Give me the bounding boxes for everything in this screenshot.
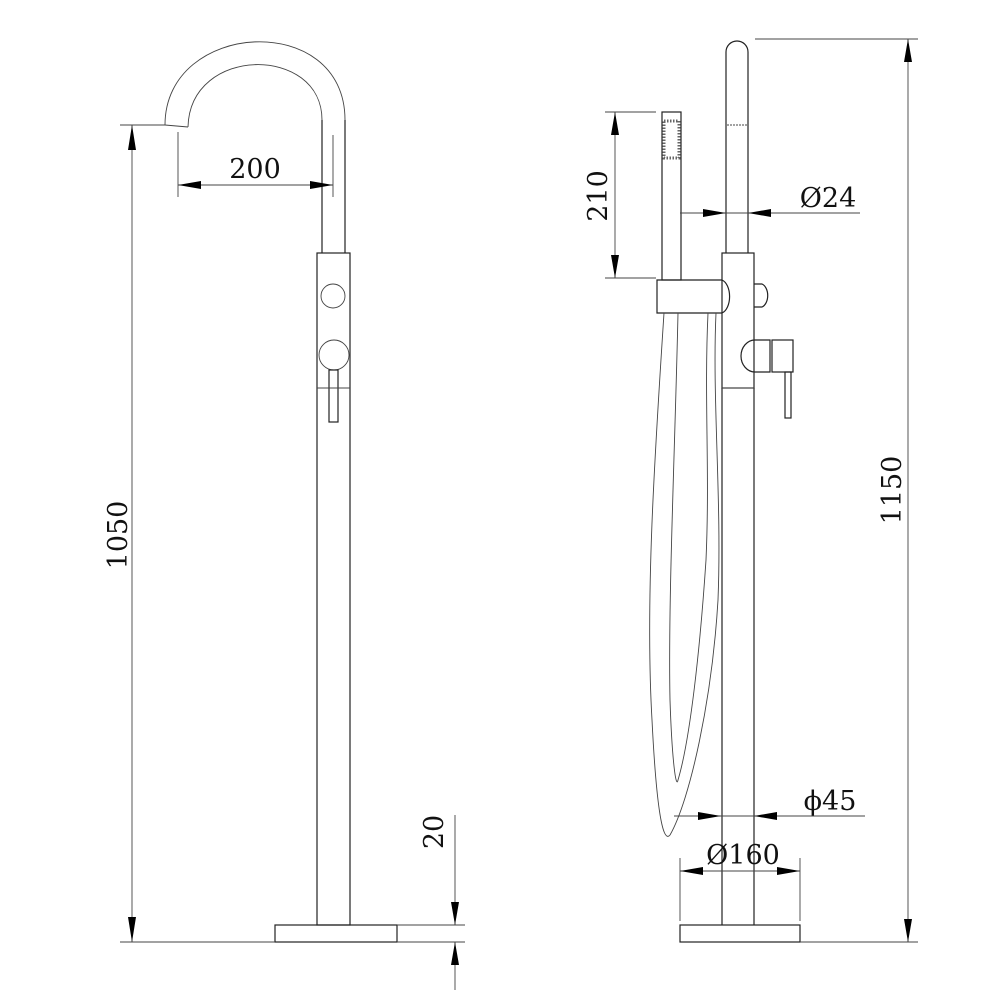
spout-inner (187, 64, 323, 128)
dim-label-diameter-45: ϕ45 (804, 786, 857, 817)
dim-label-210: 210 (583, 170, 614, 222)
dimension-200: 200 (177, 132, 334, 197)
base-plate (274, 924, 398, 943)
dimension-20: 20 (397, 815, 465, 990)
handle-lever (784, 371, 792, 419)
base-plate (679, 924, 801, 943)
handle-hub (318, 339, 350, 371)
dimension-210: 210 (583, 111, 656, 279)
mixer-body (316, 252, 351, 926)
diverter-knob (320, 283, 346, 309)
shower-nozzles (662, 119, 681, 160)
dimension-diameter-160: Ø160 (679, 840, 801, 921)
front-view (164, 41, 398, 943)
dimension-diameter-24: Ø24 (680, 183, 860, 217)
side-view (649, 40, 801, 943)
diverter-button (754, 283, 769, 308)
handle-lever (328, 369, 339, 423)
handle-hub (740, 339, 771, 373)
riser-pipe (725, 40, 749, 253)
dim-label-1150: 1150 (877, 456, 908, 525)
dim-label-diameter-24: Ø24 (800, 183, 857, 214)
dim-label-diameter-160: Ø160 (706, 840, 780, 871)
dim-label-1050: 1050 (103, 501, 134, 570)
column-body (721, 252, 755, 389)
dim-label-20: 20 (419, 815, 450, 849)
dimension-1150: 1150 (755, 38, 918, 943)
handle-cap (771, 339, 794, 373)
dimension-diameter-45: ϕ45 (674, 786, 865, 820)
shower-holder (656, 279, 731, 314)
dim-label-200: 200 (229, 154, 281, 185)
dimension-1050: 1050 (103, 124, 275, 943)
hose (649, 312, 720, 837)
spout-outer (164, 41, 346, 126)
